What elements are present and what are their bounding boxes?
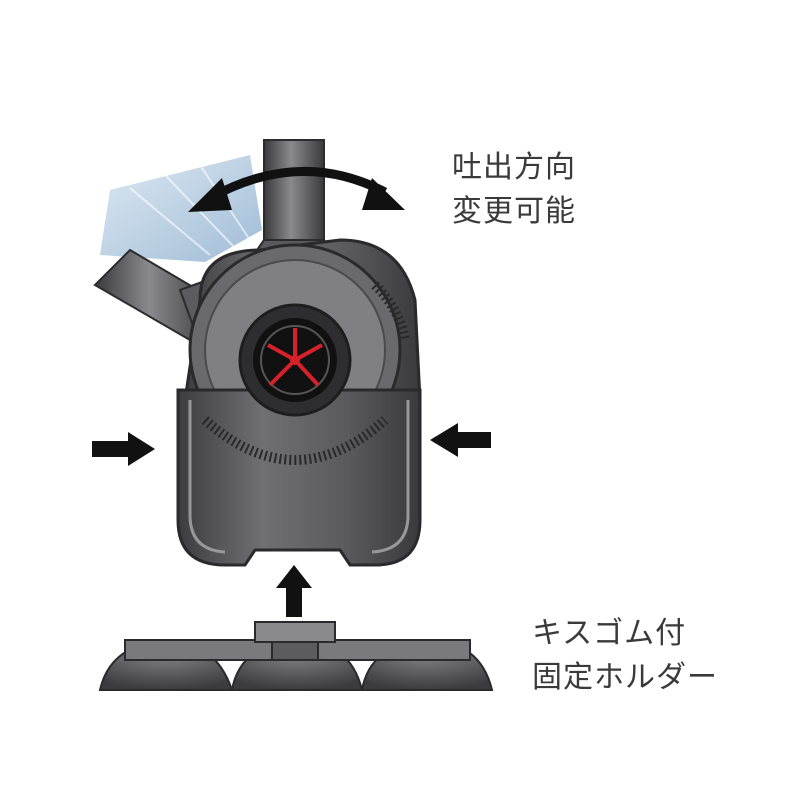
pump-body bbox=[176, 281, 422, 567]
outlet-direction-label: 吐出方向 変更可能 bbox=[452, 146, 576, 234]
holder-label-line1: キスゴム付 bbox=[532, 616, 687, 651]
water-flow-fan bbox=[100, 155, 262, 262]
right-arrow-icon bbox=[430, 423, 491, 457]
outlet-direction-label-line1: 吐出方向 bbox=[452, 150, 576, 185]
curved-double-arrow-icon bbox=[188, 167, 405, 212]
suction-cup-holder bbox=[98, 621, 494, 691]
left-arrow-icon bbox=[92, 432, 155, 466]
impeller-icon bbox=[267, 328, 323, 387]
outlet-direction-label-line2: 変更可能 bbox=[452, 194, 576, 229]
up-arrow-icon bbox=[276, 565, 312, 617]
holder-label: キスゴム付 固定ホルダー bbox=[532, 612, 718, 700]
holder-label-line2: 固定ホルダー bbox=[532, 660, 718, 695]
